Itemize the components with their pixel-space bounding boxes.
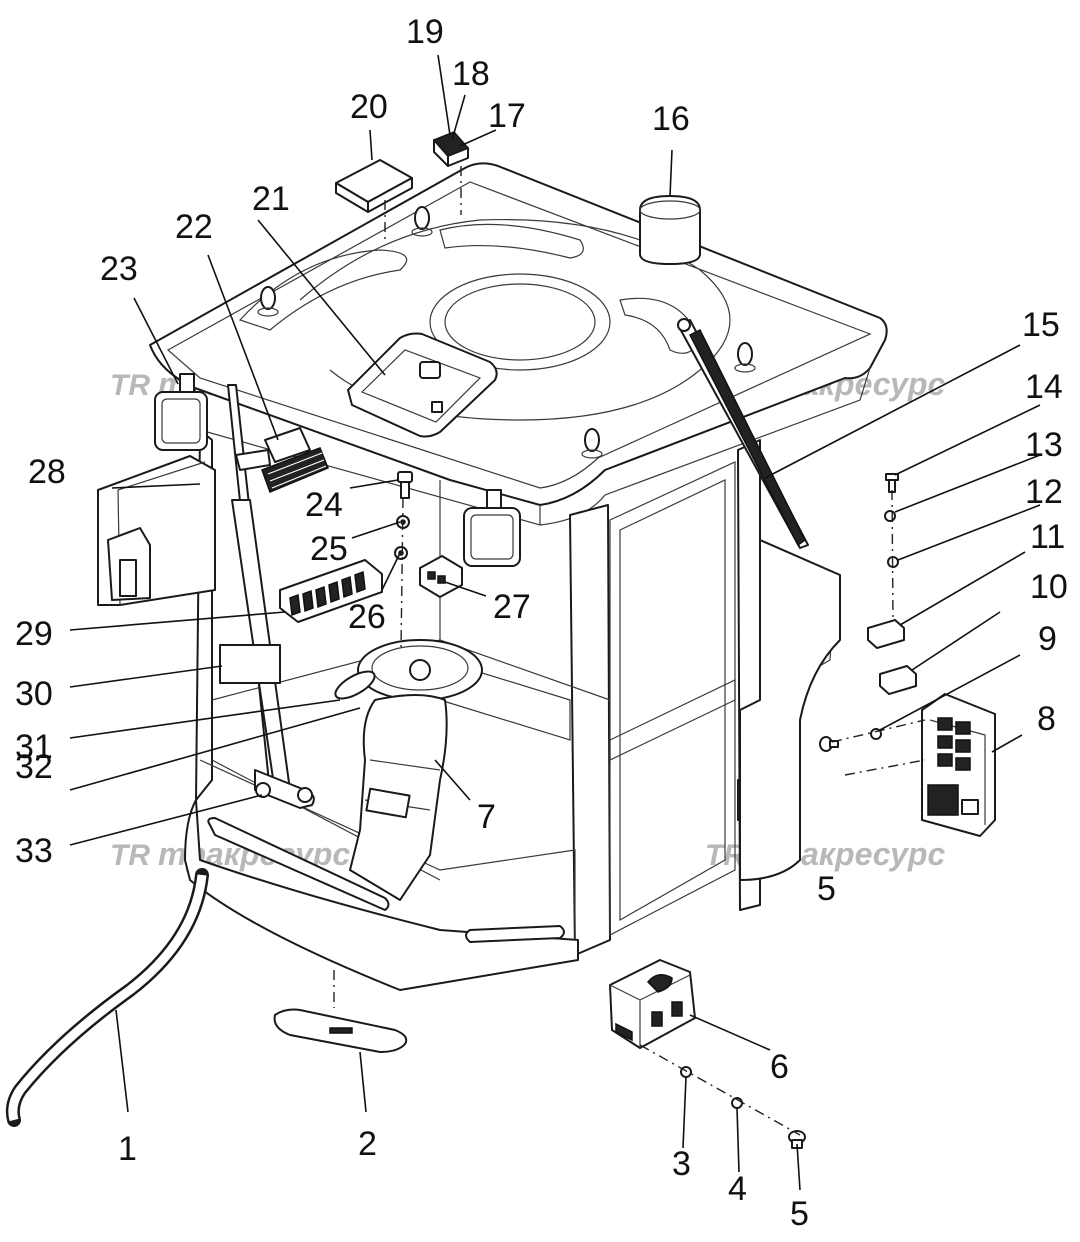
watermark-logo: TR bbox=[110, 369, 150, 402]
screw-5-right bbox=[819, 736, 839, 752]
roof-switch bbox=[432, 131, 470, 167]
rear-wiper bbox=[677, 318, 809, 549]
washer-hose-core bbox=[8, 874, 207, 1122]
door-frame-inner bbox=[619, 479, 726, 922]
callout-9: 9 bbox=[1038, 620, 1057, 658]
mounting-bolt bbox=[397, 471, 413, 499]
callout-21: 21 bbox=[252, 180, 290, 218]
steering-column bbox=[334, 639, 483, 901]
door-crossbar bbox=[609, 679, 736, 761]
watermark-logo: TR bbox=[110, 839, 150, 872]
callout-23: 23 bbox=[100, 250, 138, 288]
lifting-eye bbox=[734, 342, 756, 373]
callout-27: 27 bbox=[493, 588, 531, 626]
control-box bbox=[219, 644, 281, 684]
callout-19: 19 bbox=[406, 13, 444, 51]
callout-28: 28 bbox=[28, 453, 66, 491]
front-grille-slot bbox=[207, 817, 390, 911]
battery-switch bbox=[609, 959, 696, 1049]
callout-4: 4 bbox=[728, 1170, 747, 1208]
callout-20: 20 bbox=[350, 88, 388, 126]
callout-33: 33 bbox=[15, 832, 53, 870]
callout-10: 10 bbox=[1030, 568, 1068, 606]
lifting-eye bbox=[411, 206, 433, 237]
right-side-console bbox=[739, 539, 841, 881]
bolt-14 bbox=[885, 473, 899, 493]
steering-wheel-inner bbox=[371, 645, 469, 691]
rear-wiper-blade bbox=[688, 328, 806, 547]
roof-console bbox=[347, 332, 498, 438]
callout-labels: 1 2 3 4 5 5 6 7 8 9 10 11 12 13 14 15 16… bbox=[15, 13, 1068, 1233]
cab-roof-rim bbox=[166, 181, 872, 489]
side-control-panel bbox=[97, 455, 216, 606]
leader-lines bbox=[69, 54, 1041, 1191]
roof-channel-outer bbox=[299, 219, 731, 421]
fuse-box bbox=[921, 693, 996, 837]
callout-25: 25 bbox=[310, 530, 348, 568]
front-right-pillar bbox=[569, 504, 611, 956]
lifting-eye bbox=[257, 286, 279, 317]
washer-13 bbox=[884, 510, 896, 522]
rear-wiper-pivot bbox=[677, 318, 691, 332]
washer-hose bbox=[5, 868, 209, 1127]
switch-panel bbox=[279, 559, 383, 623]
callout-11: 11 bbox=[1030, 518, 1065, 556]
wiper-pivot bbox=[255, 782, 271, 798]
callout-30: 30 bbox=[15, 675, 53, 713]
callout-24: 24 bbox=[305, 486, 343, 524]
roof-groove-left bbox=[238, 249, 408, 331]
column-switch-panel bbox=[365, 787, 411, 819]
roof-groove-top bbox=[439, 223, 584, 259]
interior-lamp bbox=[273, 1008, 408, 1053]
callout-5: 5 bbox=[790, 1195, 809, 1233]
callout-14: 14 bbox=[1025, 368, 1063, 406]
radio-block bbox=[335, 159, 413, 213]
assembly-axis-lines bbox=[333, 166, 926, 1136]
steering-hub bbox=[409, 659, 431, 681]
callout-15: 15 bbox=[1022, 306, 1060, 344]
callout-13: 13 bbox=[1025, 426, 1063, 464]
callout-2: 2 bbox=[358, 1125, 377, 1163]
callout-3: 3 bbox=[672, 1145, 691, 1183]
beacon-light bbox=[639, 195, 701, 265]
lifting-eye bbox=[581, 428, 603, 459]
callout-12: 12 bbox=[1025, 473, 1063, 511]
callout-18: 18 bbox=[452, 55, 490, 93]
cab-frame bbox=[149, 162, 888, 991]
relay-10 bbox=[879, 665, 917, 695]
callout-32: 32 bbox=[15, 748, 53, 786]
relay-11 bbox=[867, 619, 905, 649]
callout-16: 16 bbox=[652, 100, 690, 138]
spring-washer bbox=[394, 546, 408, 560]
roof-hatch-ring bbox=[429, 273, 611, 371]
work-light-right bbox=[463, 489, 521, 567]
relay-block bbox=[419, 555, 463, 598]
wiper-pivot bbox=[297, 787, 313, 803]
cab-fan bbox=[235, 427, 329, 493]
callout-1: 1 bbox=[118, 1130, 137, 1168]
steering-column-rib bbox=[369, 759, 441, 771]
door-frame bbox=[609, 461, 736, 936]
callout-22: 22 bbox=[175, 208, 213, 246]
callout-29: 29 bbox=[15, 615, 53, 653]
multifunction-lever bbox=[334, 670, 376, 700]
lower-body-panel bbox=[199, 759, 576, 940]
callout-7: 7 bbox=[477, 798, 496, 836]
callout-6: 6 bbox=[770, 1048, 789, 1086]
callout-8: 8 bbox=[1037, 700, 1056, 738]
callout-17: 17 bbox=[488, 97, 526, 135]
callout-31: 31 bbox=[15, 728, 53, 766]
side-step-slot bbox=[465, 925, 565, 943]
roof-hatch-ring-inner bbox=[444, 283, 596, 361]
callout-26: 26 bbox=[348, 598, 386, 636]
callout-5: 5 bbox=[817, 870, 836, 908]
work-light-left bbox=[154, 373, 208, 451]
